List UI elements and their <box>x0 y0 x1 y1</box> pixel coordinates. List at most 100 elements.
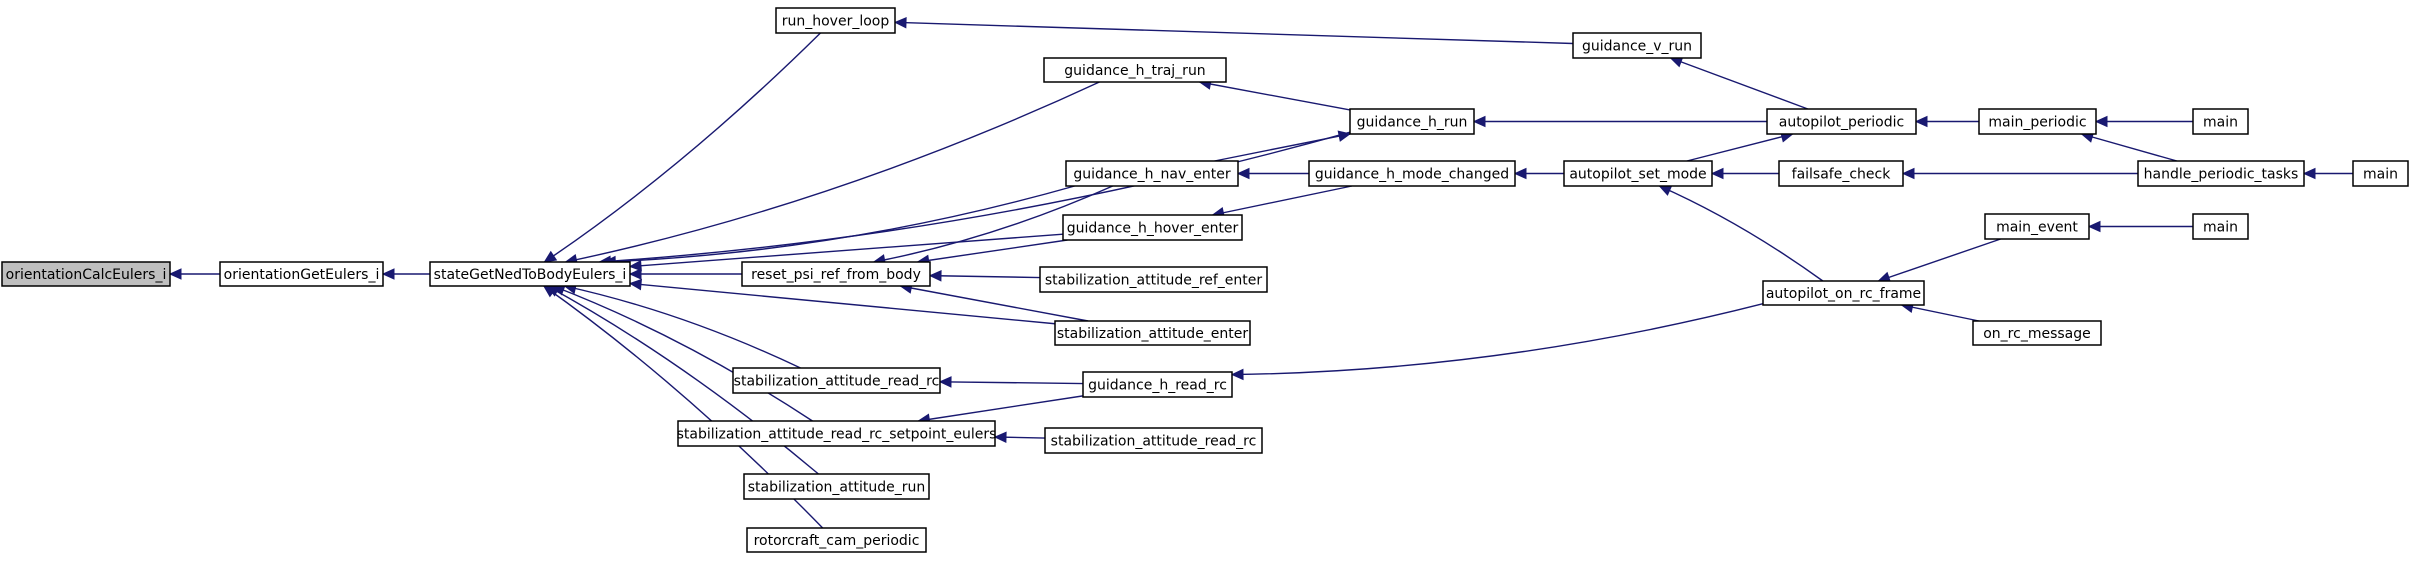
node-box <box>1978 108 2097 135</box>
node-guidance-h-hover-enter[interactable]: guidance_h_hover_enter <box>1062 214 1243 241</box>
node-label: stabilization_attitude_run <box>748 480 925 496</box>
node-box <box>2192 108 2249 135</box>
node-orientationcalceulers-i[interactable]: orientationCalcEulers_i <box>1 261 171 287</box>
arrowhead <box>2302 167 2316 180</box>
arrowhead <box>542 285 557 298</box>
node-autopilot-set-mode[interactable]: autopilot_set_mode <box>1563 160 1713 187</box>
node-box <box>677 420 996 447</box>
edge-handle-periodic-tasks-to-main-periodic <box>2081 133 2178 162</box>
node-box <box>1984 213 2090 240</box>
node-box <box>1349 108 1475 135</box>
arrowhead <box>543 250 558 263</box>
node-guidance-h-mode-changed[interactable]: guidance_h_mode_changed <box>1308 160 1516 187</box>
node-box <box>1 261 171 287</box>
node-label: autopilot_periodic <box>1779 115 1904 131</box>
node-main-event[interactable]: main_event <box>1984 213 2090 240</box>
edge-guidance-h-run-to-guidance-h-traj-run <box>1199 81 1351 111</box>
node-label: guidance_v_run <box>1582 39 1692 55</box>
edge-guidance-h-read-rc-to-stabilization-attitude-read-rc <box>939 381 1084 385</box>
node-box <box>746 527 927 553</box>
node-label: main <box>2203 115 2238 131</box>
node-box <box>2192 213 2249 240</box>
edge-guidance-h-traj-run-to-stategetnedtobodyeulers-i <box>565 81 1100 263</box>
node-guidance-h-traj-run[interactable]: guidance_h_traj_run <box>1043 57 1227 83</box>
node-box <box>775 7 896 34</box>
edge-guidance-h-nav-enter-to-reset-psi-ref-from-body <box>873 185 1113 263</box>
edge-main-event-to-autopilot-on-rc-frame <box>1878 238 2001 282</box>
node-label: failsafe_check <box>1792 167 1892 183</box>
edge-guidance-v-run-to-run-hover-loop <box>894 21 1574 45</box>
arrowhead <box>1230 368 1244 381</box>
arrowhead <box>1513 167 1527 180</box>
node-box <box>1778 160 1904 187</box>
node-guidance-h-nav-enter[interactable]: guidance_h_nav_enter <box>1065 160 1239 187</box>
node-stabilization-attitude-read-rc[interactable]: stabilization_attitude_read_rc <box>732 367 941 394</box>
arrowhead <box>628 278 642 291</box>
node-label: guidance_h_traj_run <box>1064 63 1205 79</box>
node-main-3[interactable]: main <box>2192 213 2249 240</box>
node-box <box>2352 160 2409 187</box>
arrowhead <box>628 268 642 280</box>
node-stabilization-attitude-enter[interactable]: stabilization_attitude_enter <box>1054 320 1251 346</box>
node-label: stabilization_attitude_read_rc <box>734 374 940 390</box>
node-box <box>743 473 930 500</box>
node-autopilot-periodic[interactable]: autopilot_periodic <box>1766 108 1917 135</box>
node-rotorcraft-cam-periodic[interactable]: rotorcraft_cam_periodic <box>746 527 927 553</box>
edge-guidance-h-read-rc-to-stabilization-attitude-read-rc-setpoint-eulers <box>918 395 1084 422</box>
arrowhead <box>1658 185 1673 196</box>
node-label: handle_periodic_tasks <box>2144 167 2299 183</box>
node-stabilization-attitude-ref-enter[interactable]: stabilization_attitude_ref_enter <box>1039 266 1268 293</box>
node-box <box>429 261 631 287</box>
arrowhead <box>628 259 642 272</box>
node-box <box>1762 280 1925 306</box>
node-orientationgeteulers-i[interactable]: orientationGetEulers_i <box>219 261 384 287</box>
edges-layer <box>168 16 2354 529</box>
node-handle-periodic-tasks[interactable]: handle_periodic_tasks <box>2137 160 2305 187</box>
edge-autopilot-on-rc-frame-to-guidance-h-read-rc <box>1231 303 1764 376</box>
node-label: reset_psi_ref_from_body <box>751 267 921 283</box>
node-box <box>1054 320 1251 346</box>
arrowhead <box>2094 115 2108 128</box>
node-box <box>1065 160 1239 187</box>
node-stabilization-attitude-read-rc-2[interactable]: stabilization_attitude_read_rc <box>1044 427 1263 454</box>
node-label: stabilization_attitude_enter <box>1057 326 1249 342</box>
node-label: rotorcraft_cam_periodic <box>754 533 920 549</box>
node-autopilot-on-rc-frame[interactable]: autopilot_on_rc_frame <box>1762 280 1925 306</box>
node-label: autopilot_on_rc_frame <box>1766 286 1921 302</box>
node-guidance-h-run[interactable]: guidance_h_run <box>1349 108 1475 135</box>
node-box <box>1082 371 1233 398</box>
edge-autopilot-periodic-to-guidance-v-run <box>1670 57 1809 110</box>
node-main-periodic[interactable]: main_periodic <box>1978 108 2097 135</box>
node-box <box>732 367 941 394</box>
node-main-1[interactable]: main <box>2192 108 2249 135</box>
node-stabilization-attitude-run[interactable]: stabilization_attitude_run <box>743 473 930 500</box>
node-label: main <box>2363 167 2398 183</box>
arrowhead <box>1472 115 1486 128</box>
node-guidance-v-run[interactable]: guidance_v_run <box>1572 32 1702 59</box>
node-label: autopilot_set_mode <box>1569 167 1706 183</box>
node-failsafe-check[interactable]: failsafe_check <box>1778 160 1904 187</box>
node-on-rc-message[interactable]: on_rc_message <box>1972 320 2102 346</box>
node-label: guidance_h_mode_changed <box>1315 167 1509 183</box>
edge-stabilization-attitude-enter-to-reset-psi-ref-from-body <box>900 285 1089 322</box>
node-label: orientationGetEulers_i <box>224 267 380 283</box>
node-stabilization-attitude-read-rc-setpoint-eulers[interactable]: stabilization_attitude_read_rc_setpoint_… <box>677 420 997 447</box>
node-reset-psi-ref-from-body[interactable]: reset_psi_ref_from_body <box>741 261 931 287</box>
node-run-hover-loop[interactable]: run_hover_loop <box>775 7 896 34</box>
node-box <box>219 261 384 287</box>
edge-stabilization-attitude-read-rc-setpoint-eulers-to-stategetnedtobodyeulers-i <box>552 285 813 422</box>
node-label: guidance_h_nav_enter <box>1073 167 1230 183</box>
node-label: main <box>2203 220 2238 236</box>
arrowhead <box>928 270 942 282</box>
node-label: guidance_h_run <box>1357 115 1468 131</box>
arrowhead <box>2087 220 2101 233</box>
node-label: stabilization_attitude_read_rc_setpoint_… <box>677 427 997 443</box>
edge-stabilization-attitude-enter-to-stategetnedtobodyeulers-i <box>629 282 1056 325</box>
arrowhead <box>168 268 182 280</box>
node-box <box>1766 108 1917 135</box>
node-stategetnedtobodyeulers-i[interactable]: stateGetNedToBodyEulers_i <box>429 261 631 287</box>
arrowhead <box>1236 167 1250 180</box>
node-main-2[interactable]: main <box>2352 160 2409 187</box>
node-guidance-h-read-rc[interactable]: guidance_h_read_rc <box>1082 371 1233 398</box>
